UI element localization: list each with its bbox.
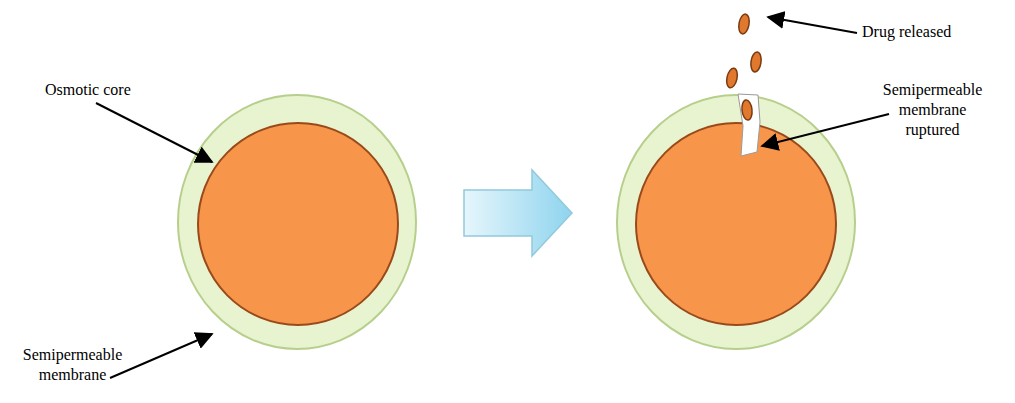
membrane-rupture [738, 94, 760, 156]
drug-particle [737, 13, 750, 34]
callout-label: Semipermeable membrane [15, 345, 130, 385]
callout-label: Osmotic core [45, 80, 131, 100]
membrane-shell [178, 95, 416, 349]
drug-particle [741, 100, 753, 121]
drug-particle [750, 51, 763, 72]
leader-line [762, 114, 889, 146]
process-arrow [464, 170, 572, 256]
leader-line [768, 17, 857, 33]
leader-line [110, 334, 212, 378]
callout-label: Semipermeable membrane ruptured [870, 80, 995, 140]
callout-label: Drug released [862, 22, 951, 42]
osmotic-core [198, 123, 398, 325]
drug-particle [725, 67, 739, 89]
osmotic-core [636, 123, 836, 325]
membrane-shell [617, 95, 855, 349]
leader-line [96, 103, 212, 162]
